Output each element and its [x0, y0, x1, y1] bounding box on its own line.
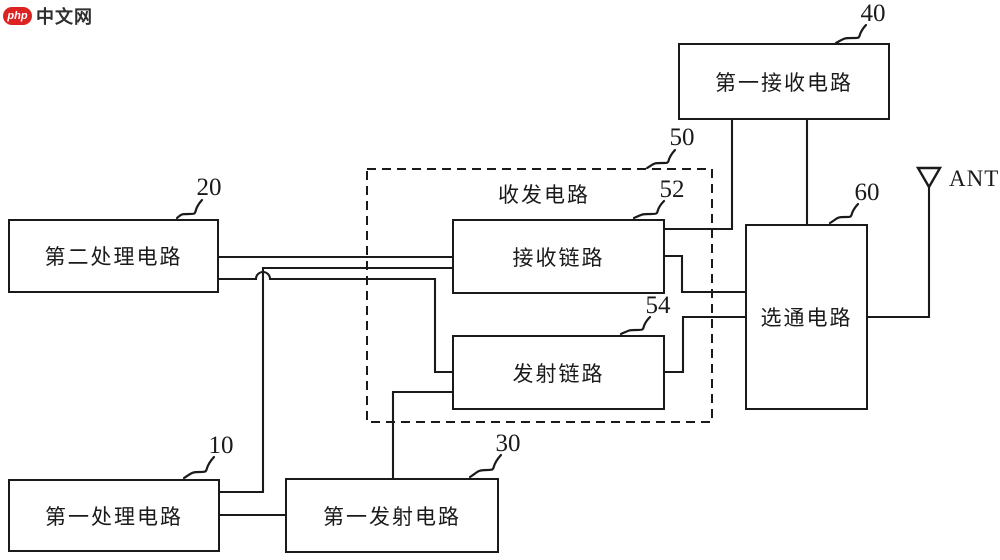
leader-40: [834, 23, 868, 45]
block-first-transmit-circuit: 第一发射电路: [285, 478, 499, 553]
block-gating-circuit: 选通电路: [745, 224, 868, 410]
leader-10: [182, 455, 216, 480]
ref-label-50: 50: [669, 124, 695, 151]
block-first-processing-circuit: 第一处理电路: [8, 479, 220, 552]
leader-50: [645, 148, 677, 170]
ref-label-30: 30: [495, 430, 521, 457]
dashed-box-transceiver: [366, 168, 713, 423]
leader-30: [468, 453, 503, 479]
block-transmit-chain: 发射链路: [452, 335, 665, 410]
ref-label-40: 40: [860, 0, 886, 27]
connection-wires: [218, 119, 931, 517]
ref-label-60: 60: [854, 179, 880, 206]
block-label: 第一接收电路: [715, 70, 853, 95]
site-logo[interactable]: php 中文网: [3, 3, 93, 29]
dashed-box-title: 收发电路: [498, 183, 590, 207]
block-label: 选通电路: [760, 306, 853, 330]
ref-label-52: 52: [659, 176, 685, 203]
antenna-icon: [915, 166, 943, 190]
php-logo-icon: php: [3, 7, 32, 25]
site-name: 中文网: [36, 7, 93, 27]
block-label: 接收链路: [512, 245, 605, 270]
block-second-processing-circuit: 第二处理电路: [8, 219, 219, 293]
ref-label-10: 10: [208, 432, 234, 459]
leader-52: [632, 199, 666, 220]
block-label: 第一发射电路: [323, 504, 461, 529]
block-label: 发射链路: [512, 361, 605, 386]
block-label: 第一处理电路: [45, 504, 183, 529]
antenna-label: ANT: [949, 166, 1000, 191]
block-label: 第二处理电路: [44, 245, 183, 269]
leader-20: [175, 198, 204, 220]
ref-leader-lines: [175, 23, 868, 480]
leader-54: [619, 315, 652, 336]
block-first-receive-circuit: 第一接收电路: [678, 43, 890, 120]
leader-60: [828, 202, 860, 225]
block-receive-chain: 接收链路: [452, 219, 665, 294]
ref-label-20: 20: [196, 174, 222, 201]
ref-label-54: 54: [645, 292, 671, 319]
